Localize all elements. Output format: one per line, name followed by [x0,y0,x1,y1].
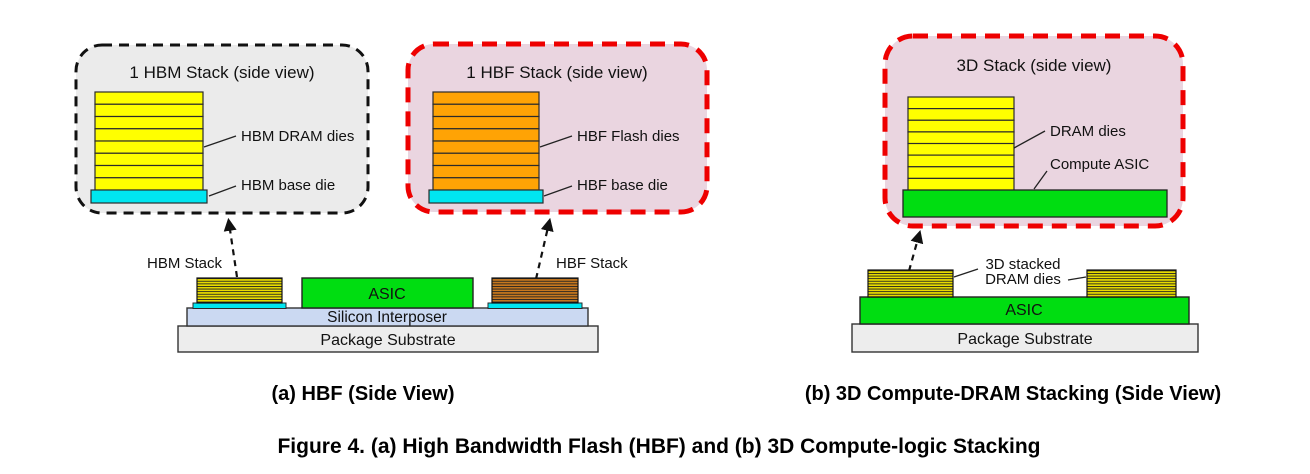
hbf-dies-leader-line [539,135,573,148]
hbm-mini-base-die [192,302,287,309]
asic-bar-b [859,296,1190,325]
dram-die [94,140,204,154]
panel-b-caption: (b) 3D Compute-DRAM Stacking (Side View) [805,383,1221,405]
dram-dies-leader-line [1013,130,1046,149]
hbm-dies-leader-line [203,135,237,148]
hbm-base-leader-line [208,185,237,197]
hbm-base-label: HBM base die [241,177,335,194]
package-substrate-label-a: Package Substrate [320,332,455,349]
hbm-stack-pointer-label: HBM Stack [147,255,223,272]
3d-dram-mini-stack-right [1086,269,1177,298]
hbf-base-label: HBF base die [577,177,668,194]
dram-die [907,131,1015,145]
flash-die [432,140,540,154]
3d-dram-mini-stack-left [867,269,954,298]
dram-die [94,91,204,105]
flash-die [432,91,540,105]
asic-bar-a [301,277,474,309]
stacked-dram-label-line1: 3D stacked [985,256,1060,273]
stacked-dram-leader-left [953,268,979,278]
dram-die [907,142,1015,156]
compute-asic-bar [902,189,1168,218]
dram-die [94,103,204,118]
flash-die [432,164,540,179]
dram-die [94,177,204,191]
hbf-base-die [428,189,544,204]
compute-asic-leader-line [1033,170,1048,190]
flash-die [432,177,540,191]
stacked-dram-leader-right [1067,276,1087,281]
dram-die [907,166,1015,180]
hbf-callout-arrow [534,217,554,280]
flash-die [432,128,540,142]
stacked-dram-label-line2: DRAM dies [985,271,1061,288]
dram-die [907,107,1015,121]
3d-dram-die-stack [907,96,1015,191]
3d-stack-callout-arrow [907,229,924,272]
compute-asic-label: Compute ASIC [1050,156,1149,173]
dram-die [907,96,1015,110]
package-substrate-label-b: Package Substrate [957,331,1092,348]
figure-caption: Figure 4. (a) High Bandwidth Flash (HBF)… [277,435,1040,458]
dram-die [94,164,204,179]
hbf-callout-title: 1 HBF Stack (side view) [466,63,647,82]
hbf-mini-stack [491,277,579,304]
dram-dies-label: DRAM dies [1050,123,1126,140]
hbm-dram-die-stack [94,91,204,191]
hbm-callout-title: 1 HBM Stack (side view) [129,63,314,82]
hbf-dies-label: HBF Flash dies [577,128,680,145]
panel-a-caption: (a) HBF (Side View) [272,383,455,405]
hbm-callout-arrow [223,217,239,278]
flash-die [432,115,540,130]
dram-die [907,154,1015,168]
hbm-dies-label: HBM DRAM dies [241,128,354,145]
dram-die [907,177,1015,191]
hbf-mini-base-die [487,302,583,309]
3d-stack-callout-title: 3D Stack (side view) [957,56,1112,75]
asic-label-a: ASIC [368,286,405,303]
flash-die [432,152,540,167]
hbm-mini-stack [196,277,283,304]
flash-die [432,103,540,118]
dram-die [94,115,204,130]
dram-die [94,128,204,142]
silicon-interposer-label: Silicon Interposer [327,309,447,326]
hbm-base-die [90,189,208,204]
hbf-stack-pointer-label: HBF Stack [556,255,628,272]
hbf-flash-die-stack [432,91,540,191]
hbf-base-leader-line [543,185,573,197]
package-substrate-b [851,323,1199,353]
asic-label-b: ASIC [1005,302,1042,319]
dram-die [907,119,1015,133]
dram-die [94,152,204,167]
package-substrate-a [177,325,599,353]
